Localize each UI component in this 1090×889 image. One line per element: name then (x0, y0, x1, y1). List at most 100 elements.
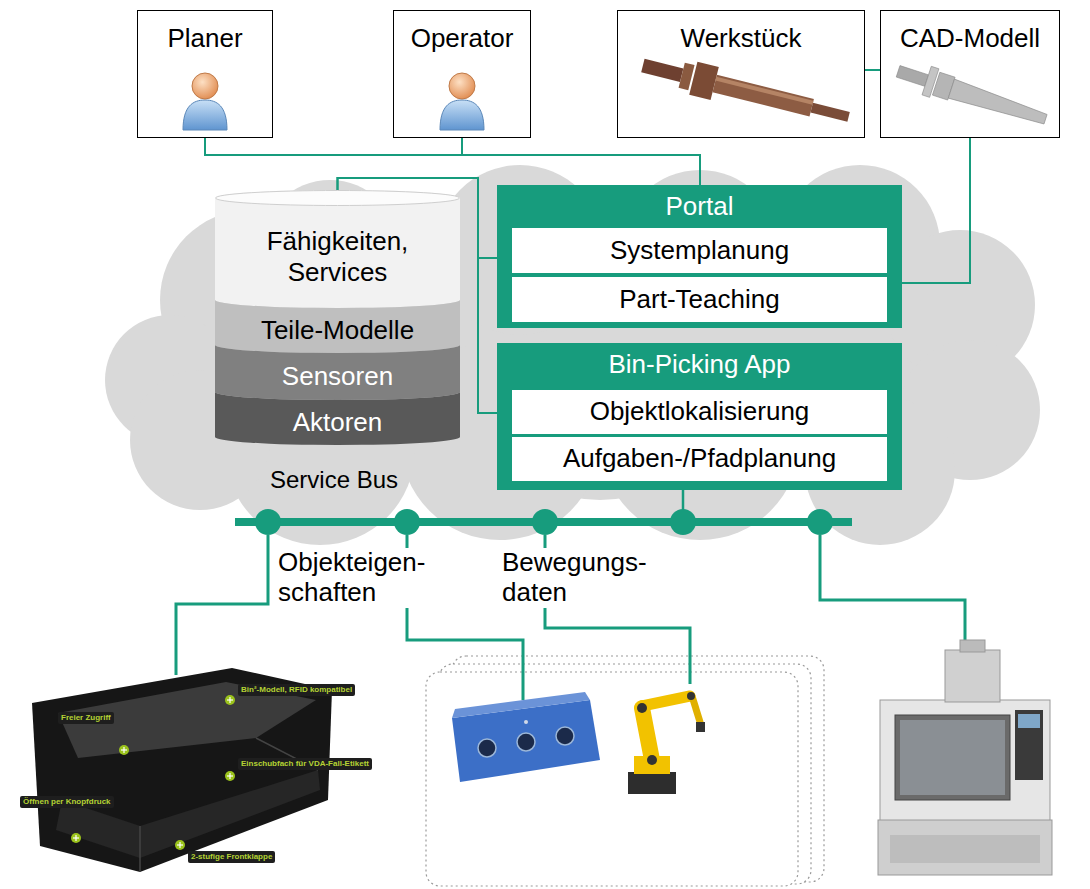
function-box: Systemplanung (512, 228, 887, 273)
person-icon (449, 73, 475, 99)
database-layer-shape (215, 392, 460, 445)
robot-image (642, 708, 652, 760)
callout-label: 2-stufige Frontklappe (188, 851, 275, 863)
callout-marker (229, 773, 230, 779)
camera-image (478, 739, 496, 757)
callout-marker (179, 842, 180, 848)
actor-box: Planer (137, 10, 273, 138)
service-bus (255, 509, 281, 535)
actor-box: Operator (393, 10, 531, 138)
database-top (216, 191, 460, 206)
box-label: Operator (411, 23, 514, 54)
part-box: Werkstück (617, 10, 865, 138)
bin-image (139, 826, 141, 872)
connector-line (865, 69, 880, 71)
callout-marker (225, 771, 235, 781)
box-label: Aufgaben-/Pfadplanung (563, 443, 836, 474)
bus-label: Service Bus (270, 466, 398, 494)
callout-marker (71, 833, 81, 843)
machine-tool-image (880, 700, 1050, 822)
service-bus (807, 509, 833, 535)
machine-tool-image (960, 640, 985, 652)
bin-image (32, 668, 332, 872)
box-label: Sensoren (282, 361, 393, 392)
bin-image (56, 770, 320, 858)
camera-image (452, 692, 590, 718)
callout-marker (119, 745, 129, 755)
bin-image (32, 668, 332, 872)
box-label: Systemplanung (610, 235, 789, 266)
callout-marker (123, 747, 124, 753)
machine-tool-image (945, 650, 1000, 702)
database-layer: Fähigkeiten, Services (215, 190, 460, 308)
cad-model-image (893, 57, 1050, 133)
callout-label: Einschubfach für VDA-Fall-Etikett (238, 758, 372, 770)
person-icon (192, 73, 218, 99)
machine-tool-image (1015, 710, 1043, 780)
robot-image (642, 696, 690, 706)
bus-wire (820, 535, 965, 640)
robot-image (696, 722, 705, 732)
callout-label: Bin²-Modell, RFID kompatibel (238, 684, 355, 696)
database-layer-shape (215, 300, 460, 353)
cad-model-image (896, 66, 928, 87)
signal-label: Objekteigen- schaften (276, 548, 500, 608)
callout-marker (229, 697, 230, 703)
bus-wire (176, 535, 965, 700)
robot-image (637, 703, 647, 713)
robot-image (634, 756, 670, 774)
function-box: Objektlokalisierung (512, 390, 887, 434)
workpiece-image (715, 77, 813, 105)
callout-label: Öffnen per Knopfdruck (20, 796, 114, 808)
box-label: Werkstück (681, 23, 802, 54)
camera-image (517, 733, 535, 751)
machine-tool-image (878, 640, 1052, 875)
service-bus (235, 490, 852, 535)
panel-heading: Portal (666, 185, 734, 228)
robot-image (628, 772, 676, 794)
signal-label: Bewegungs- daten (500, 548, 679, 608)
machine-tool-image (890, 835, 1040, 863)
database-layer-shape (215, 190, 460, 308)
app-panel: Bin-Picking AppObjektlokalisierungAufgab… (497, 343, 902, 490)
function-box: Aufgaben-/Pfadplanung (512, 437, 887, 481)
machine-tool-image (900, 720, 1005, 795)
cloud (105, 165, 1040, 545)
service-bus (532, 509, 558, 535)
device-group-frame (426, 672, 798, 886)
robot-image (687, 692, 695, 700)
robot-image (692, 696, 700, 722)
machine-tool-image (1018, 714, 1040, 728)
box-label: Fähigkeiten, Services (233, 226, 443, 288)
workpiece-image (713, 75, 814, 117)
person-icon (183, 100, 227, 130)
cad-model-image (948, 79, 1048, 129)
robot-image (628, 692, 705, 794)
callout-marker (175, 840, 185, 850)
bus-wire (176, 535, 268, 675)
machine-tool-image (878, 820, 1052, 875)
workpiece-image (639, 49, 853, 133)
camera-image (556, 727, 574, 745)
workpiece-image (810, 103, 849, 122)
machine-tool-image (895, 715, 1010, 800)
part-box: CAD-Modell (880, 10, 1060, 138)
person-icon (440, 73, 484, 130)
box-label: Teile-Modelle (261, 315, 414, 346)
callout-label: Freier Zugriff (58, 712, 114, 724)
panel-heading: Bin-Picking App (608, 343, 790, 386)
camera-image (452, 692, 600, 782)
workpiece-image (641, 59, 683, 82)
box-label: Part-Teaching (619, 284, 779, 315)
workpiece-image (689, 62, 719, 100)
camera-image (524, 720, 528, 724)
database-layer-shape (215, 345, 460, 400)
box-label: Aktoren (293, 407, 383, 438)
robot-image (647, 755, 657, 765)
service-bus (394, 509, 420, 535)
app-panel: PortalSystemplanungPart-Teaching (497, 185, 902, 328)
function-box: Part-Teaching (512, 277, 887, 322)
box-label: Planer (167, 23, 242, 54)
